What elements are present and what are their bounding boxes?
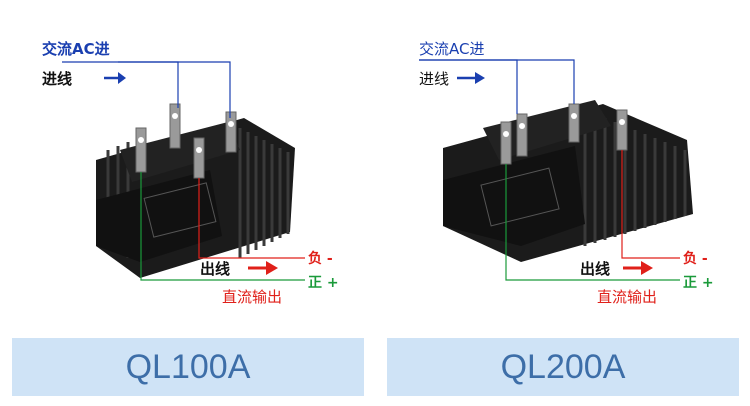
output-line-label: 出线 [580, 260, 611, 278]
panel-ql100a: 交流AC进 进线 出线 负 - 正 + 直流输出 [42, 40, 339, 306]
negative-terminal-label: 负 - [308, 251, 333, 267]
ac-input-label: 交流AC进 [419, 40, 485, 58]
dc-output-label: 直流输出 [597, 288, 658, 306]
rectifier-ql200a-illustration [419, 59, 693, 281]
input-line-label: 进线 [42, 70, 73, 88]
model-label-ql100a: QL100A [12, 338, 364, 396]
rectifier-ql100a-illustration [62, 61, 305, 281]
dc-output-label: 直流输出 [222, 288, 283, 306]
positive-terminal-label: 正 + [308, 275, 339, 291]
positive-terminal-label: 正 + [683, 275, 714, 291]
output-line-label: 出线 [200, 260, 231, 278]
model-label-ql200a: QL200A [387, 338, 739, 396]
panel-ql200a: 交流AC进 进线 出线 负 - 正 + 直流输出 [375, 0, 750, 406]
ac-input-label: 交流AC进 [42, 40, 110, 58]
negative-terminal-label: 负 - [683, 251, 708, 267]
input-line-label: 进线 [419, 70, 450, 88]
